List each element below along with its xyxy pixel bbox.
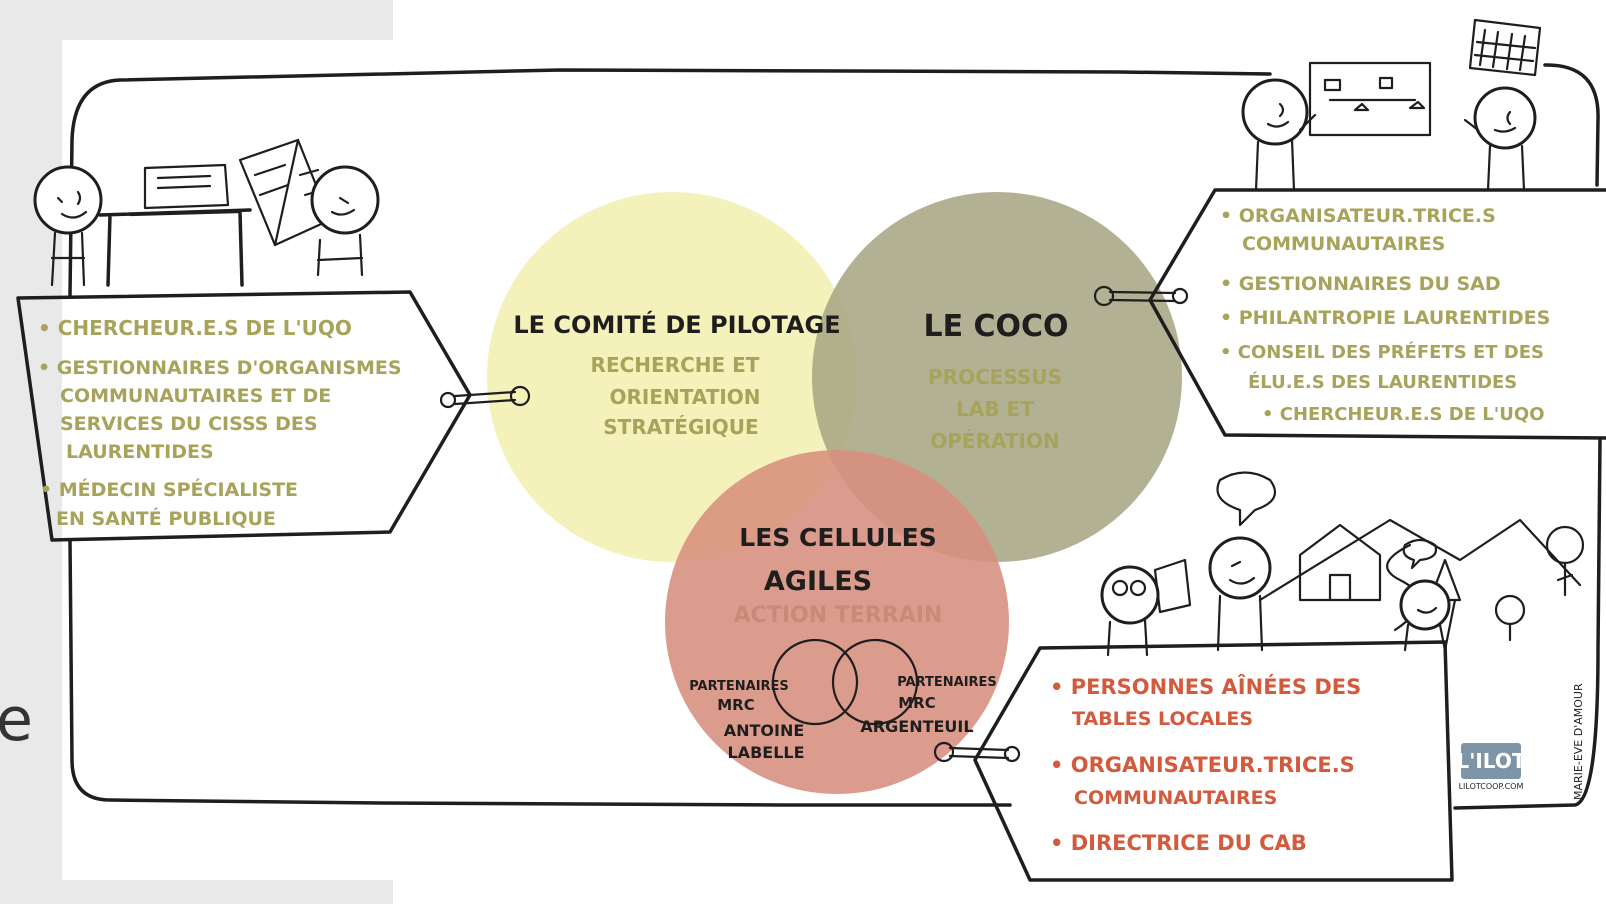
tag-bottom-line-2: TABLES LOCALES [1072,708,1253,730]
tag-left-line-1: • CHERCHEUR.E.S DE L'UQO [38,316,352,340]
tag-left-line-2: • GESTIONNAIRES D'ORGANISMES [38,357,402,379]
tag-bottom-line-3: • ORGANISATEUR.TRICE.S [1050,753,1355,777]
tag-bottom [933,640,1454,882]
comite-title: LE COMITÉ DE PILOTAGE [513,310,840,339]
tag-right-line-1: • ORGANISATEUR.TRICE.S [1220,205,1496,227]
coco-line-1: PROCESSUS [928,365,1062,389]
partners-right-1: PARTENAIRES [897,675,997,690]
frame-border [68,68,1272,297]
illustration-community [1100,471,1585,657]
tag-right-line-7: • CHERCHEUR.E.S DE L'UQO [1262,404,1545,425]
tag-bottom-line-1: • PERSONNES AÎNÉES DES [1050,674,1361,699]
partners-left-3: ANTOINE [724,721,805,740]
tag-left-line-7: EN SANTÉ PUBLIQUE [56,507,276,530]
tag-left-line-6: • MÉDECIN SPÉCIALISTE [40,478,298,501]
tag-bottom-line-4: COMMUNAUTAIRES [1074,787,1277,809]
ilot-logo-url: LILOTCOOP.COM [1459,782,1524,791]
inner-venn-right [831,638,919,726]
ilot-logo: L'ILOT LILOTCOOP.COM [1457,743,1526,791]
illustration-researchers [33,138,380,287]
cellules-title-2: AGILES [764,566,872,597]
comite-line-3: STRATÉGIQUE [603,415,758,439]
partners-left-2: MRC [717,696,755,714]
illustration-whiteboard [1241,18,1542,192]
tag-right-line-4: • PHILANTROPIE LAURENTIDES [1220,307,1550,329]
comite-line-1: RECHERCHE ET [591,353,760,377]
coco-line-3: OPÉRATION [930,429,1059,453]
tag-right-line-6: ÉLU.E.S DES LAURENTIDES [1248,371,1517,393]
partners-left-4: LABELLE [727,743,804,762]
edge-letter: e [0,685,33,755]
frame-left-lower [68,538,1012,807]
artist-signature: MARIE-EVE D'AMOUR [1572,683,1585,800]
tag-right [1093,188,1606,440]
tag-right-line-5: • CONSEIL DES PRÉFETS ET DES [1220,341,1544,363]
cellules-subtitle: ACTION TERRAIN [734,603,943,628]
frame-right-lower [1453,438,1602,810]
cellules-title-1: LES CELLULES [739,523,936,552]
tag-bottom-line-5: • DIRECTRICE DU CAB [1050,831,1307,855]
inner-venn-left [771,638,859,726]
frame-right-border [1543,63,1600,187]
tag-left [16,290,531,542]
partners-right-3: ARGENTEUIL [860,717,973,736]
tag-right-line-2: COMMUNAUTAIRES [1242,233,1445,255]
partners-left-1: PARTENAIRES [689,679,789,694]
tag-right-line-3: • GESTIONNAIRES DU SAD [1220,273,1501,295]
coco-line-2: LAB ET [956,397,1034,421]
venn-circle-cellules [665,450,1009,794]
comite-line-2: ORIENTATION [609,385,760,409]
tag-left-line-5: LAURENTIDES [66,441,214,463]
tag-left-line-3: COMMUNAUTAIRES ET DE [60,385,331,407]
tag-left-line-4: SERVICES DU CISSS DES [60,413,318,435]
coco-title: LE COCO [923,309,1068,344]
ilot-logo-text: L'ILOT [1457,749,1526,773]
partners-right-2: MRC [898,694,936,712]
